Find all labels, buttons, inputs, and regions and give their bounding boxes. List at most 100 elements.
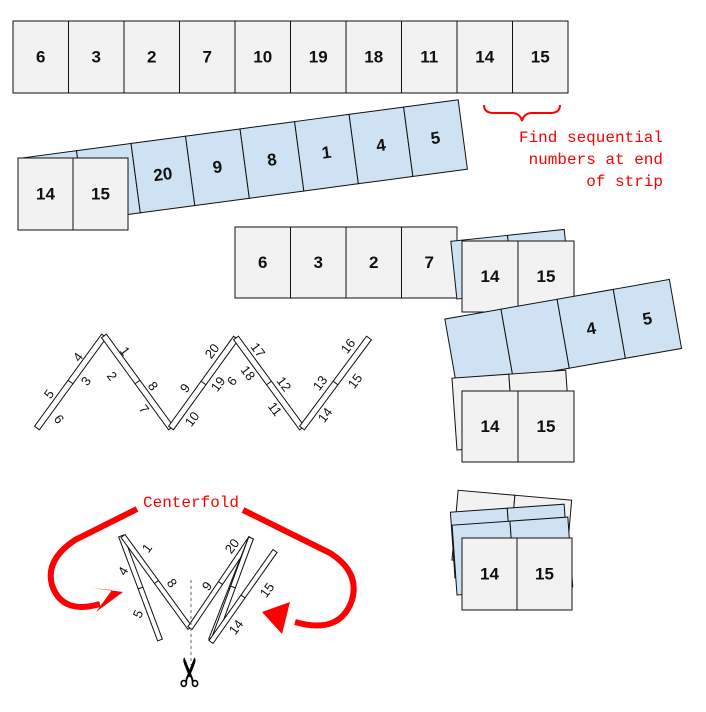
page-number: 18 (364, 48, 383, 67)
fold-mark (230, 585, 236, 589)
right-arrowhead-icon (262, 602, 290, 634)
page-cell (12, 20, 69, 94)
right-curved-arrow-icon (241, 507, 357, 629)
page-cell (612, 278, 683, 359)
page-number: 14 (481, 267, 500, 286)
fold-mark (134, 379, 141, 385)
centerfold-page-number: 8 (164, 576, 180, 591)
zigzag-page-number: 18 (238, 363, 259, 384)
page-number: 2 (147, 48, 156, 67)
zigzag-page-number: 10 (182, 409, 203, 430)
strip-cells: 6 3 2 7 10 19 18 11 14 15 (12, 20, 569, 94)
page-cell (517, 390, 575, 463)
find-label-line1: Find sequential (519, 129, 663, 147)
zigzag-page-number: 9 (177, 381, 193, 396)
zigzag-page-number: 20 (202, 341, 223, 362)
page-number: 14 (475, 48, 494, 67)
centerfold-label: Centerfold (143, 494, 239, 512)
page-number: 1 (321, 143, 333, 163)
fold-mark (137, 586, 144, 590)
page-cell (290, 20, 347, 94)
zigzag-page-number: 14 (315, 405, 336, 426)
page-number: 11 (420, 48, 438, 67)
centerfold-page-number: 1 (139, 541, 155, 556)
front-cells: 14 15 (461, 390, 575, 463)
page-number: 6 (36, 48, 45, 67)
zigzag-page-number: 19 (208, 374, 229, 395)
zigzag-segment (33, 333, 108, 431)
page-number: 8 (266, 150, 278, 170)
centerfold-page-number: 20 (222, 536, 243, 557)
page-number: 20 (152, 164, 173, 185)
page-cell (461, 240, 519, 313)
zigzag-page-number: 17 (248, 340, 269, 361)
page-number: 7 (203, 48, 212, 67)
fold-mark (266, 380, 272, 386)
page-cell (516, 537, 573, 611)
page-number: 14 (36, 185, 55, 204)
page-number: 15 (537, 417, 556, 436)
zigzag-page-number: 6 (224, 374, 240, 389)
centerfold-page-number: 4 (115, 564, 132, 578)
page-cell (72, 157, 129, 231)
page-number: 4 (585, 319, 598, 339)
page-cell (345, 20, 402, 94)
page-number: 19 (309, 48, 328, 67)
page-cell (461, 537, 518, 611)
curly-brace-icon (483, 104, 561, 122)
page-cell (290, 226, 347, 299)
folded-strip-segment (208, 548, 278, 645)
stack-two: 14 15 (449, 489, 574, 611)
centerfold-page-number: 14 (226, 617, 247, 638)
fold-mark (154, 580, 159, 584)
page-number: 15 (531, 48, 550, 67)
page-cell (403, 99, 468, 178)
centerfold-page-number: 15 (257, 580, 278, 601)
page-cell (461, 390, 519, 463)
page-number: 3 (92, 48, 101, 67)
zigzag-page-number: 15 (345, 371, 366, 392)
zigzag-page-number: 7 (136, 402, 152, 417)
zigzag-segment (100, 333, 175, 431)
page-number: 15 (537, 267, 556, 286)
find-label-line3: of strip (586, 173, 663, 191)
fold-mark (240, 594, 246, 599)
page-number: 3 (314, 253, 323, 272)
zigzag-segment (298, 335, 373, 431)
page-number: 14 (480, 565, 499, 584)
page-cell (68, 20, 125, 94)
centerfold-page-number: 5 (130, 608, 147, 621)
zigzag-page-number: 3 (78, 374, 94, 389)
page-number: 7 (425, 253, 434, 272)
front-cells: 14 15 (461, 537, 573, 611)
zigzag-page-number: 6 (51, 412, 67, 427)
zigzag-page-number: 2 (104, 369, 120, 384)
find-label-line2: numbers at end (529, 151, 663, 169)
page-cell (179, 20, 236, 94)
page-number: 4 (375, 135, 387, 155)
page-number: 2 (369, 253, 378, 272)
scissors-icon: ✂ (168, 655, 214, 689)
full-strip: 6 3 2 7 10 19 18 11 14 15 (12, 20, 569, 94)
page-cell (512, 20, 569, 94)
left-arrowhead-icon (92, 588, 123, 612)
page-number: 15 (535, 565, 554, 584)
left-curved-arrow-icon (47, 506, 139, 610)
page-cell (345, 226, 402, 299)
page-cell (17, 157, 74, 231)
zigzag-page-number: 16 (338, 336, 359, 357)
page-number: 10 (253, 48, 272, 67)
fold-mark (332, 380, 339, 386)
fold-mark (67, 379, 74, 385)
page-cell (456, 20, 513, 94)
page-cell (401, 226, 458, 299)
page-number: 14 (481, 417, 500, 436)
